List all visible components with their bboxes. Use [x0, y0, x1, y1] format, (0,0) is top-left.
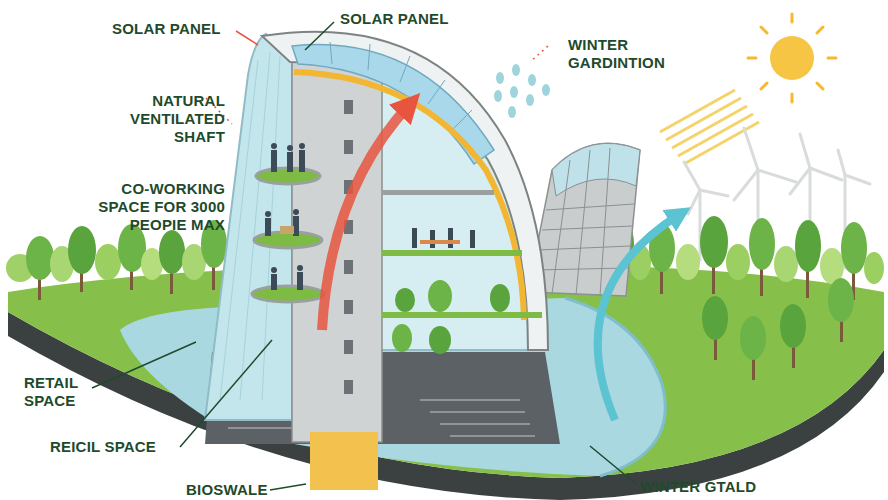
callout-label: SOLAR PANEL	[112, 20, 252, 38]
cool-air-arrow	[598, 214, 680, 420]
callout-label: BIOSWALE	[186, 481, 286, 499]
secondary-building	[528, 143, 640, 296]
balconies	[252, 143, 324, 302]
callout-label: NATURAL VENTILATED SHAFT	[113, 92, 225, 146]
hot-air-arrow	[322, 104, 410, 330]
leader-lines	[92, 22, 636, 490]
callout-label: WINTER GARDINTION	[568, 36, 688, 72]
rain-drops	[494, 64, 550, 118]
grass	[8, 266, 884, 478]
sun	[748, 14, 836, 102]
interior-floors	[382, 190, 542, 354]
callout-label: SOLAR PANEL	[340, 10, 480, 28]
water-edge	[565, 298, 665, 476]
callout-label: CO-WORKING SPACE FOR 3000 PEOPIE MAX	[85, 180, 225, 234]
callout-label: REICIL SPACE	[50, 438, 190, 456]
bioswale-block	[310, 432, 378, 490]
callout-label: WINTER GTALD	[640, 478, 800, 496]
callout-label: RETAIL SPACE	[24, 374, 96, 410]
